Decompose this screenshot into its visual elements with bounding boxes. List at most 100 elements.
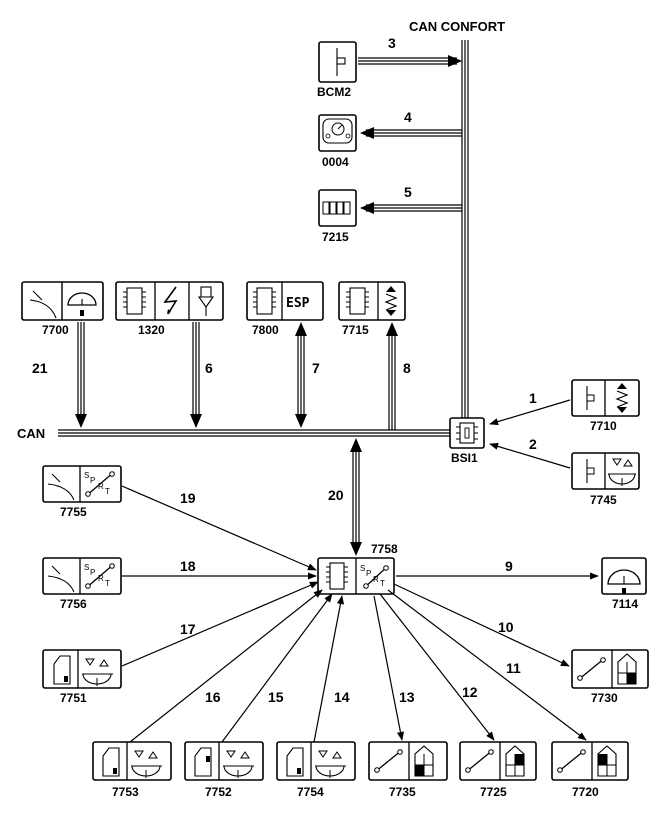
link-2-label: 2 — [529, 436, 537, 452]
spr-s-7756: S — [84, 563, 89, 572]
spr-p: P — [366, 569, 371, 578]
link-19 — [121, 485, 317, 571]
link-15 — [221, 593, 333, 743]
link-16 — [129, 589, 323, 743]
module-0004-code: 0004 — [322, 155, 349, 169]
module-7710 — [571, 379, 640, 417]
can-confort-label: CAN CONFORT — [409, 19, 505, 34]
module-7756-code: 7756 — [60, 597, 87, 611]
link-6-label: 6 — [205, 360, 213, 376]
module-7715-code: 7715 — [342, 323, 369, 337]
module-7725 — [459, 741, 537, 781]
link-11 — [387, 589, 587, 741]
link-8-label: 8 — [403, 360, 411, 376]
module-7758-code: 7758 — [371, 542, 398, 556]
module-7752 — [184, 741, 264, 781]
link-4 — [360, 127, 462, 139]
link-1-label: 1 — [529, 390, 537, 406]
module-7114-code: 7114 — [612, 597, 638, 611]
module-7745-code: 7745 — [590, 493, 617, 507]
link-10-label: 10 — [498, 619, 514, 635]
link-17 — [121, 581, 319, 667]
module-7758: S P R T — [317, 557, 395, 595]
spr-s-7755: S — [84, 471, 89, 480]
link-11-label: 11 — [506, 660, 521, 676]
module-7751 — [42, 649, 122, 689]
module-7114 — [601, 557, 647, 595]
spr-t: T — [380, 579, 385, 588]
module-7753 — [92, 741, 172, 781]
link-4-label: 4 — [404, 109, 412, 125]
module-7753-code: 7753 — [112, 785, 139, 799]
module-7725-code: 7725 — [480, 785, 507, 799]
module-7215-code: 7215 — [322, 230, 349, 244]
module-7755-code: 7755 — [60, 505, 87, 519]
spr-p-7756: P — [90, 568, 95, 577]
link-2 — [489, 442, 571, 469]
link-7 — [295, 322, 307, 428]
spr-r-7755: R — [98, 482, 104, 491]
module-7752-code: 7752 — [205, 785, 232, 799]
module-7754 — [276, 741, 356, 781]
link-21 — [75, 322, 87, 428]
link-16-label: 16 — [205, 689, 221, 705]
module-7720 — [551, 741, 629, 781]
link-3 — [358, 55, 462, 67]
module-1320 — [115, 281, 224, 321]
can-confort-bus — [461, 40, 469, 426]
spr-s: S — [360, 564, 365, 573]
can-bus — [58, 429, 450, 437]
link-10 — [393, 583, 570, 667]
module-7745 — [571, 452, 640, 490]
module-7720-code: 7720 — [572, 785, 599, 799]
link-20-label: 20 — [328, 487, 344, 503]
module-7754-code: 7754 — [297, 785, 324, 799]
module-7751-code: 7751 — [60, 691, 87, 705]
module-bsi1 — [449, 417, 485, 449]
can-label: CAN — [17, 426, 45, 441]
esp-text: ESP — [286, 296, 310, 311]
module-7800: ESP — [246, 281, 324, 321]
spr-r: R — [373, 575, 379, 584]
link-19-label: 19 — [180, 490, 196, 506]
link-18-label: 18 — [180, 558, 196, 574]
link-5-label: 5 — [404, 184, 412, 200]
link-14-label: 14 — [334, 689, 350, 705]
module-bcm2-code: BCM2 — [317, 85, 351, 99]
module-7700 — [21, 281, 104, 321]
spr-t-7755: T — [105, 487, 110, 496]
link-7-label: 7 — [312, 360, 320, 376]
module-7215 — [318, 189, 357, 227]
module-7710-code: 7710 — [590, 419, 617, 433]
link-9-label: 9 — [505, 558, 513, 574]
spr-t-7756: T — [105, 579, 110, 588]
module-7756: S P R T — [42, 557, 122, 595]
module-7735 — [368, 741, 448, 781]
module-7735-code: 7735 — [389, 785, 416, 799]
module-7755: S P R T — [42, 465, 122, 503]
spr-r-7756: R — [98, 574, 104, 583]
module-7715 — [338, 281, 406, 321]
link-12-label: 12 — [462, 684, 478, 700]
link-6 — [190, 322, 202, 428]
link-21-label: 21 — [32, 360, 48, 376]
module-7730 — [571, 649, 649, 689]
spr-p-7755: P — [90, 476, 95, 485]
link-13-label: 13 — [399, 689, 415, 705]
module-bcm2 — [318, 41, 357, 83]
link-14 — [313, 595, 345, 743]
module-7700-code: 7700 — [42, 323, 69, 337]
link-8 — [386, 322, 398, 430]
link-13 — [373, 595, 404, 741]
link-3-label: 3 — [388, 35, 396, 51]
module-7800-code: 7800 — [252, 323, 279, 337]
module-7730-code: 7730 — [591, 691, 618, 705]
module-0004 — [318, 114, 357, 152]
link-5 — [360, 202, 462, 214]
module-bsi1-code: BSI1 — [451, 451, 478, 465]
module-1320-code: 1320 — [138, 323, 165, 337]
link-1 — [489, 399, 571, 426]
link-20 — [350, 438, 362, 556]
link-12 — [379, 593, 495, 741]
